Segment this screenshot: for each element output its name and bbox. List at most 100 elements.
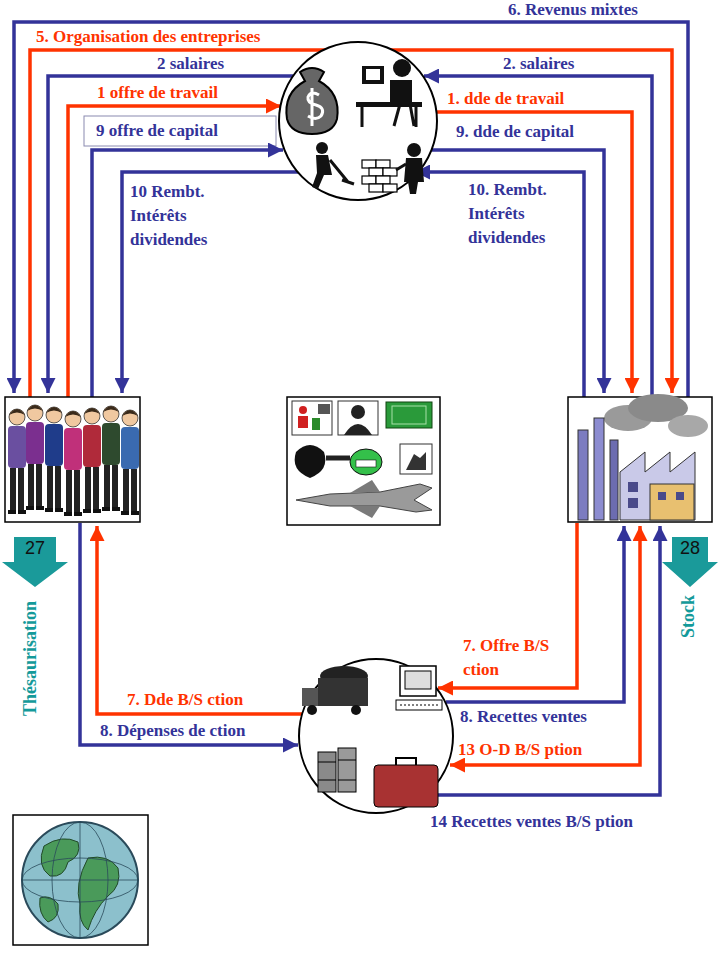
market-circle xyxy=(390,80,412,104)
market-circle xyxy=(376,160,390,168)
flow-arrow xyxy=(80,523,298,745)
households-picture xyxy=(121,410,139,515)
market-circle xyxy=(356,102,422,107)
market-circle xyxy=(308,88,323,126)
firms-picture xyxy=(578,430,588,520)
state-picture xyxy=(350,480,380,493)
state-picture xyxy=(292,401,332,435)
globe-picture xyxy=(78,857,119,930)
flow-arrow xyxy=(424,76,652,397)
firms-picture xyxy=(568,394,712,522)
flow-label: 9. dde de capital xyxy=(456,122,574,142)
state-picture xyxy=(350,449,382,475)
flow-arrow xyxy=(432,150,604,393)
firms-picture xyxy=(610,440,618,520)
state-picture xyxy=(295,445,326,478)
state-picture xyxy=(338,401,378,435)
flow-label: 2. salaires xyxy=(503,54,574,74)
firms-picture xyxy=(628,498,638,508)
firms-picture xyxy=(668,415,708,437)
state-picture xyxy=(312,418,320,430)
households-picture xyxy=(5,397,140,522)
flow-label: 8. Dépenses de ction xyxy=(100,721,245,741)
households-picture xyxy=(45,407,63,512)
firms-picture xyxy=(658,492,666,500)
flow-label: 8. Recettes ventes xyxy=(460,707,587,727)
flow-label: 1. dde de travail xyxy=(447,89,564,109)
flow-label: 13 O-D B/S ption xyxy=(458,740,582,760)
goods-market-circle xyxy=(318,678,368,706)
state-picture xyxy=(287,397,440,525)
households-picture xyxy=(102,406,120,511)
callout-number: 28 xyxy=(662,538,718,559)
flow-arrow xyxy=(122,172,302,393)
state-picture xyxy=(392,406,426,424)
goods-market-circle xyxy=(405,671,431,689)
flow-heading: Stock xyxy=(678,595,699,638)
flow-arrow xyxy=(446,526,624,702)
state-picture xyxy=(344,424,372,435)
market-circle xyxy=(286,68,337,134)
goods-market-circle xyxy=(400,666,436,696)
state-picture xyxy=(386,402,432,428)
state-picture xyxy=(356,460,376,467)
market-circle xyxy=(316,142,328,154)
flow-arrow xyxy=(415,172,584,397)
market-circle xyxy=(279,42,437,200)
market-circle xyxy=(383,184,397,192)
market-circle xyxy=(404,158,424,194)
households-picture xyxy=(83,408,101,513)
outflow-arrow: 27Thésaurisation xyxy=(2,537,68,587)
callout-number: 27 xyxy=(2,538,68,559)
market-circle xyxy=(396,164,406,170)
flow-label: 2 salaires xyxy=(157,54,224,74)
goods-market-circle xyxy=(396,700,442,710)
globe-picture xyxy=(41,839,79,876)
flow-label: 7. Offre B/S ction xyxy=(463,634,555,682)
flow-arrow xyxy=(97,526,302,714)
market-circle xyxy=(383,168,397,176)
households-picture xyxy=(64,411,82,516)
flow-label: 10. Rembt. Intérêts dividendes xyxy=(468,178,576,250)
households-picture xyxy=(8,409,26,514)
market-circle xyxy=(362,176,376,184)
market-circle xyxy=(362,160,397,192)
goods-market-circle xyxy=(318,760,356,780)
state-picture xyxy=(299,406,307,414)
market-circle xyxy=(362,104,416,127)
households-picture xyxy=(5,397,140,522)
market-circle xyxy=(312,155,332,189)
outflow-arrow-shape xyxy=(662,537,718,587)
market-circle xyxy=(369,168,383,176)
goods-market-circle xyxy=(351,705,361,715)
state-picture xyxy=(298,416,308,428)
households-picture xyxy=(26,405,44,510)
market-circle xyxy=(407,143,421,157)
firms-picture xyxy=(650,484,694,520)
firms-picture xyxy=(628,482,638,492)
flow-arrow xyxy=(438,523,577,688)
goods-market-circle xyxy=(302,688,318,706)
state-picture xyxy=(287,397,440,525)
goods-market-circle xyxy=(396,758,416,765)
state-picture xyxy=(350,506,380,518)
goods-market-circle xyxy=(299,659,453,813)
globe-picture xyxy=(13,815,148,945)
globe-picture xyxy=(13,815,148,945)
goods-market-circle xyxy=(374,765,438,807)
market-circle xyxy=(366,69,380,80)
flow-label: 14 Recettes ventes B/S ption xyxy=(430,812,633,832)
flow-label: 9 offre de capital xyxy=(96,121,218,141)
flow-heading: Thésaurisation xyxy=(20,601,41,716)
market-circle xyxy=(376,176,390,184)
label-frame xyxy=(84,116,276,146)
flow-label: 7. Dde B/S ction xyxy=(127,690,243,710)
goods-market-circle xyxy=(299,659,453,813)
goods-market-circle xyxy=(338,748,356,792)
state-picture xyxy=(400,444,432,474)
goods-market-circle xyxy=(307,705,317,715)
flow-label: 6. Revenus mixtes xyxy=(508,0,638,20)
outflow-arrow-shape xyxy=(2,537,68,587)
flow-arrow xyxy=(450,526,640,765)
